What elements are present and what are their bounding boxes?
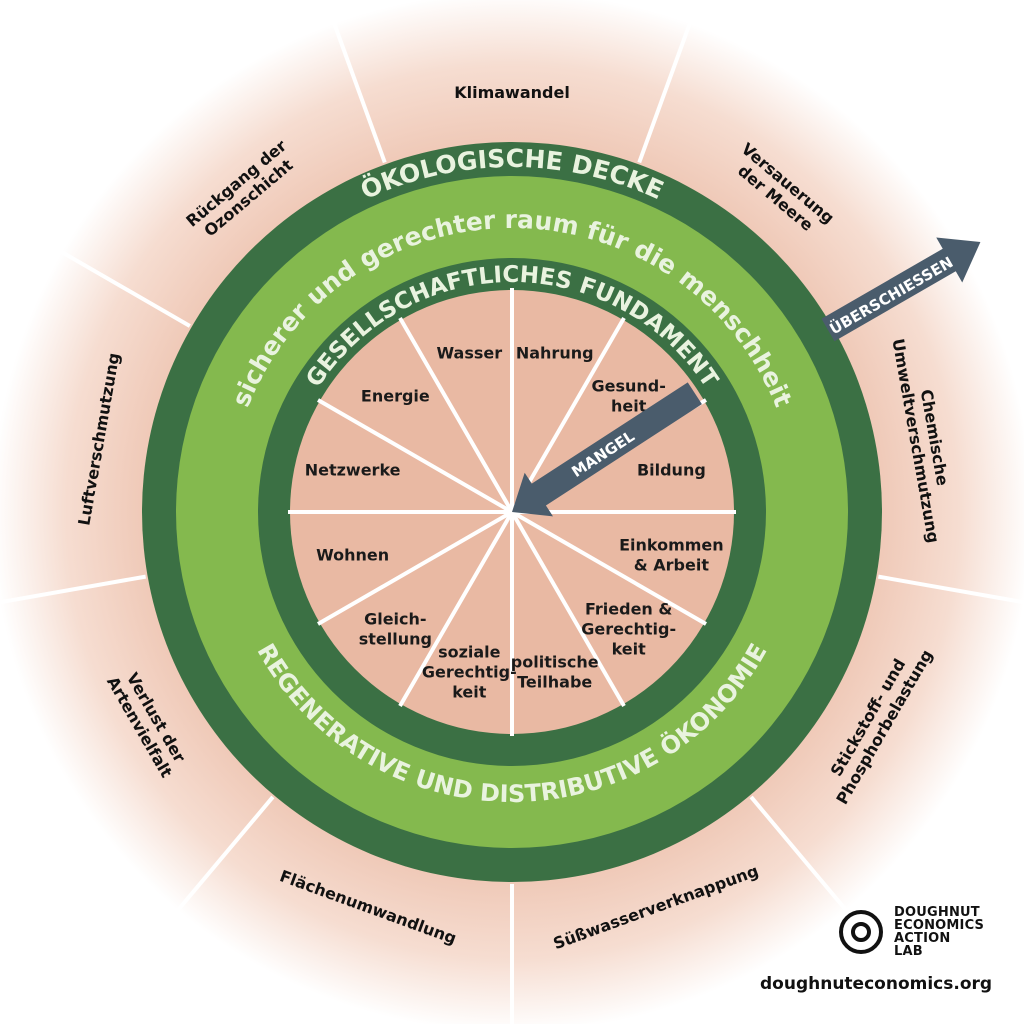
foundation-dimension-label: Wasser: [436, 344, 502, 363]
foundation-dimension-line: Nahrung: [516, 344, 594, 363]
ceiling-divider: [176, 795, 275, 912]
logo-line: ACTION: [894, 931, 951, 946]
foundation-dimension-label: Energie: [361, 386, 430, 405]
doughnut-logo-icon: [839, 910, 883, 954]
ceiling-divider: [332, 22, 387, 164]
foundation-dimension-line: Netzwerke: [305, 460, 401, 479]
foundation-dimension-label: Frieden &Gerechtig-keit: [581, 600, 676, 659]
foundation-divider: [510, 510, 626, 707]
logo-line: ECONOMICS: [894, 918, 985, 933]
ceiling-dimension-line: Klimawandel: [454, 83, 570, 102]
foundation-divider: [510, 510, 707, 626]
foundation-dimension-label: Bildung: [637, 460, 706, 479]
foundation-dimension-line: Einkommen: [619, 536, 724, 555]
website-link[interactable]: doughnuteconomics.org: [760, 974, 993, 994]
foundation-dimension-label: Nahrung: [516, 344, 594, 363]
foundation-dimension-line: & Arbeit: [634, 556, 710, 575]
foundation-dimension-line: heit: [611, 396, 647, 415]
ceiling-divider: [637, 22, 692, 164]
foundation-divider: [398, 317, 514, 514]
ceiling-divider: [749, 795, 848, 912]
ceiling-divider: [60, 250, 191, 328]
foundation-dimension-line: Gleich-: [364, 610, 426, 629]
deal-logo: DOUGHNUT ECONOMICS ACTION LAB: [838, 906, 984, 958]
foundation-divider: [398, 510, 514, 707]
foundation-dimension-line: Frieden &: [585, 600, 672, 619]
foundation-dimension-line: soziale: [438, 642, 501, 661]
foundation-dimension-label: Gleich-stellung: [359, 610, 432, 649]
foundation-dimension-label: Netzwerke: [305, 460, 401, 479]
foundation-divider: [317, 510, 514, 626]
ceiling-divider: [878, 574, 1024, 605]
foundation-dimension-line: keit: [612, 640, 647, 659]
foundation-divider: [510, 317, 626, 514]
foundation-dimension-line: keit: [452, 682, 487, 701]
foundation-dimension-label: Einkommen& Arbeit: [619, 536, 724, 575]
foundation-dimension-line: Energie: [361, 386, 430, 405]
foundation-dimension-line: Gerechtig-: [422, 662, 517, 681]
foundation-dimension-line: Gerechtig-: [581, 620, 676, 639]
foundation-dimension-line: Wasser: [436, 344, 502, 363]
foundation-dimension-line: politische: [511, 652, 599, 671]
ceiling-dimension-label: Klimawandel: [454, 83, 570, 102]
ceiling-divider: [0, 574, 146, 605]
foundation-dimension-label: Gesund-heit: [591, 376, 665, 415]
foundation-dimension-line: Bildung: [637, 460, 706, 479]
foundation-dimension-line: Wohnen: [316, 546, 389, 565]
foundation-dimension-line: stellung: [359, 630, 432, 649]
foundation-dimension-line: Gesund-: [591, 376, 665, 395]
foundation-dimension-line: Teilhabe: [517, 672, 592, 691]
foundation-dimension-label: Wohnen: [316, 546, 389, 565]
logo-line: LAB: [894, 944, 923, 959]
foundation-divider: [317, 398, 514, 514]
logo-line: DOUGHNUT: [894, 905, 980, 920]
